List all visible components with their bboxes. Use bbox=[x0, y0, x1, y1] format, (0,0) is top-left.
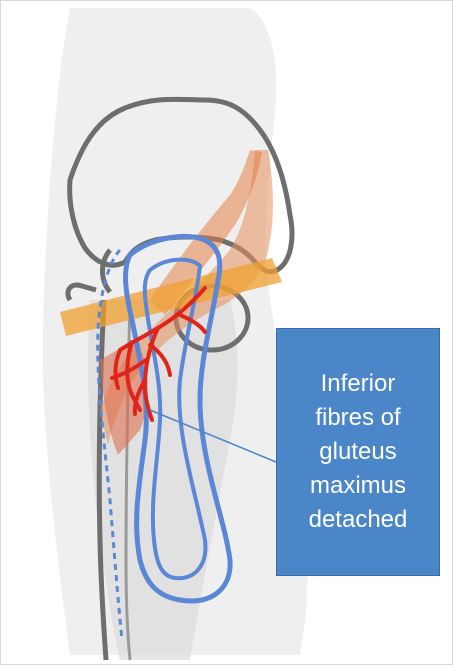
callout-line-3: gluteus bbox=[319, 435, 396, 469]
callout-line-2: fibres of bbox=[315, 401, 400, 435]
callout-line-5: detached bbox=[309, 503, 408, 537]
callout-line-1: Inferior bbox=[321, 367, 396, 401]
callout-line-4: maximus bbox=[310, 469, 406, 503]
callout-box: Inferior fibres of gluteus maximus detac… bbox=[276, 328, 440, 576]
